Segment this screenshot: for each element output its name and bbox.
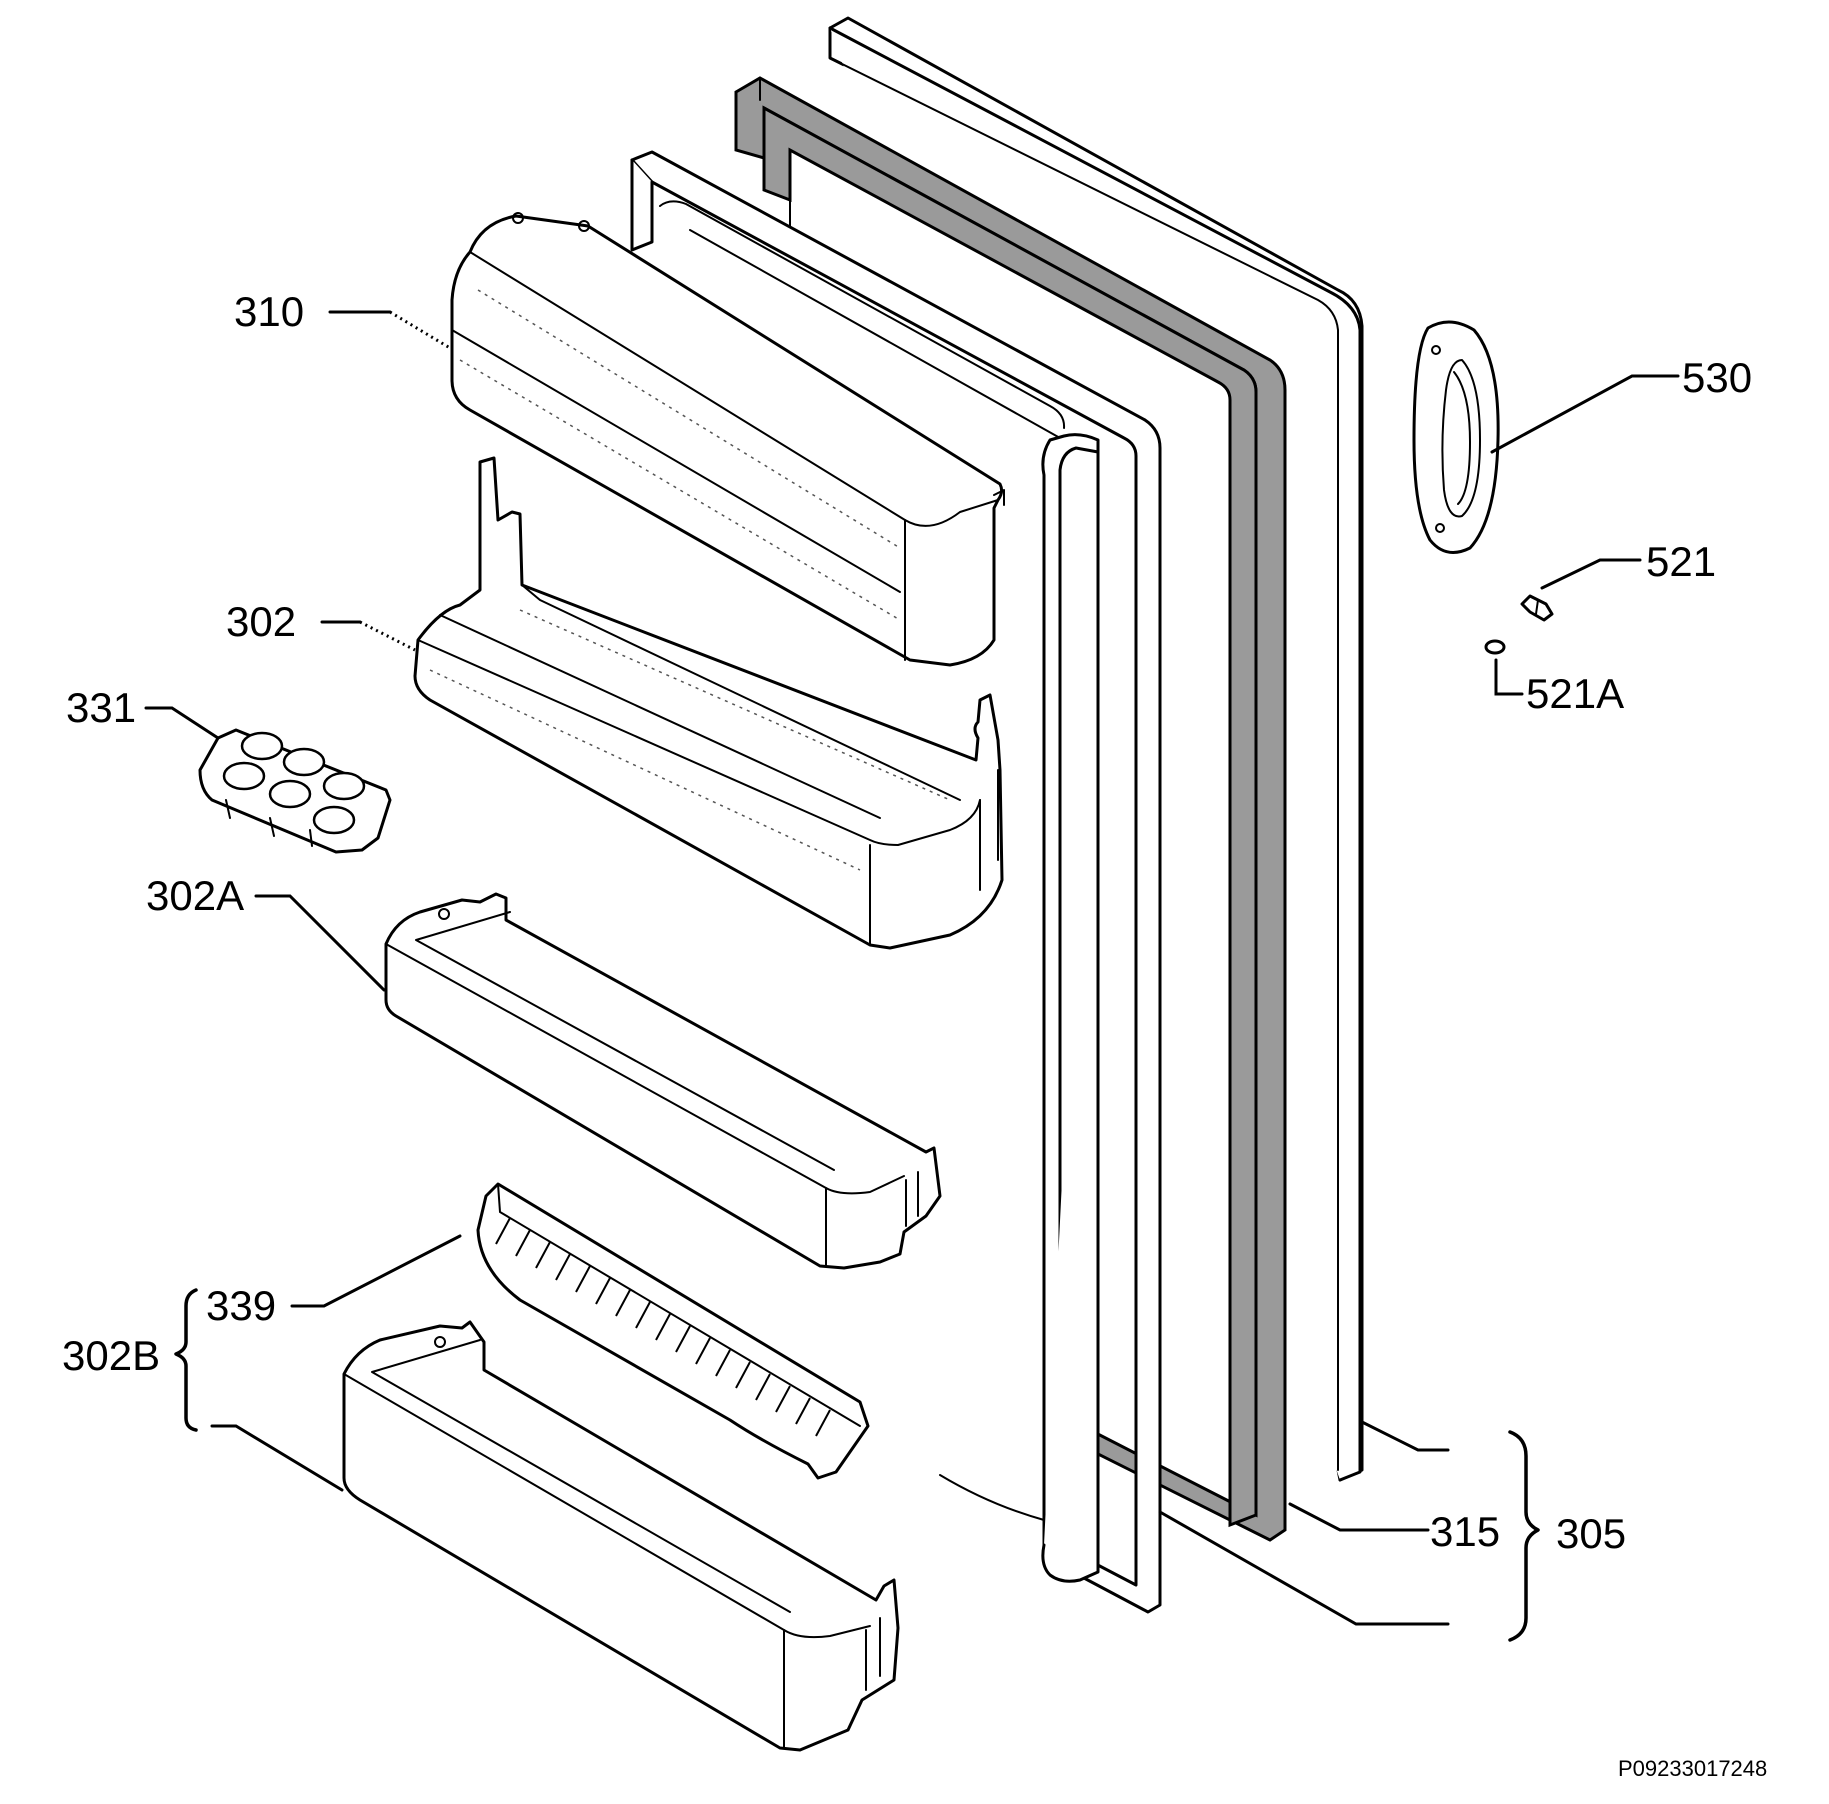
brace-302B bbox=[174, 1288, 198, 1432]
door-shelf-302A bbox=[384, 892, 942, 1270]
brace-305 bbox=[1508, 1430, 1540, 1642]
door-inner-liner bbox=[630, 150, 1162, 1614]
label-310: 310 bbox=[234, 288, 304, 335]
leader-lines bbox=[144, 310, 1680, 1626]
door-shelf-302B bbox=[342, 1320, 900, 1752]
label-331: 331 bbox=[66, 684, 136, 731]
washer-521A bbox=[1484, 639, 1506, 655]
screw-521 bbox=[1520, 594, 1554, 622]
label-530: 530 bbox=[1682, 354, 1752, 401]
egg-tray-331 bbox=[198, 728, 392, 854]
door-balcony-302 bbox=[413, 456, 1004, 950]
label-305: 305 bbox=[1556, 1510, 1626, 1557]
dairy-lid-310 bbox=[450, 212, 1005, 667]
label-315: 315 bbox=[1430, 1508, 1500, 1555]
reference-code: P09233017248 bbox=[1618, 1756, 1767, 1781]
label-521: 521 bbox=[1646, 538, 1716, 585]
label-339: 339 bbox=[206, 1282, 276, 1329]
label-521A: 521A bbox=[1526, 670, 1624, 717]
label-302A: 302A bbox=[146, 872, 244, 919]
label-302: 302 bbox=[226, 598, 296, 645]
hinge-cover-530 bbox=[1412, 320, 1500, 554]
label-302B: 302B bbox=[62, 1332, 160, 1379]
bottle-retainer-339 bbox=[476, 1182, 870, 1480]
